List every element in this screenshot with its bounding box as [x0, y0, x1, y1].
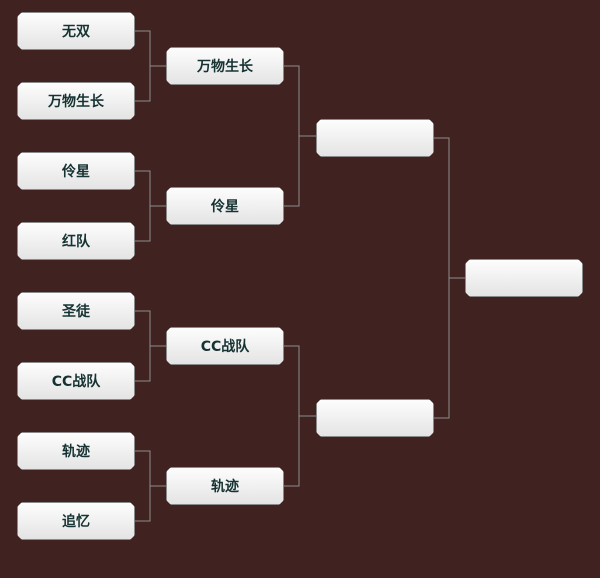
final-slot[interactable]	[465, 259, 583, 297]
r1-slot-1[interactable]: 无双	[17, 12, 135, 50]
connector-line-5	[283, 65, 316, 207]
r1-slot-2[interactable]: 万物生长	[17, 82, 135, 120]
r2-slot-4[interactable]: 轨迹	[166, 467, 284, 505]
r2-slot-2[interactable]: 伶星	[166, 187, 284, 225]
r1-slot-7[interactable]: 轨迹	[17, 432, 135, 470]
r1-slot-3[interactable]: 伶星	[17, 152, 135, 190]
connector-line-6	[283, 345, 316, 487]
r2-slot-3[interactable]: CC战队	[166, 327, 284, 365]
connector-line-1	[134, 30, 166, 102]
r1-slot-6[interactable]: CC战队	[17, 362, 135, 400]
r2-slot-1[interactable]: 万物生长	[166, 47, 284, 85]
connector-line-4	[134, 450, 166, 522]
r1-slot-4[interactable]: 红队	[17, 222, 135, 260]
r1-slot-8[interactable]: 追忆	[17, 502, 135, 540]
connector-line-7	[433, 137, 465, 419]
connector-line-3	[134, 310, 166, 382]
r1-slot-5[interactable]: 圣徒	[17, 292, 135, 330]
connector-line-2	[134, 170, 166, 242]
r3-slot-1[interactable]	[316, 119, 434, 157]
r3-slot-2[interactable]	[316, 399, 434, 437]
